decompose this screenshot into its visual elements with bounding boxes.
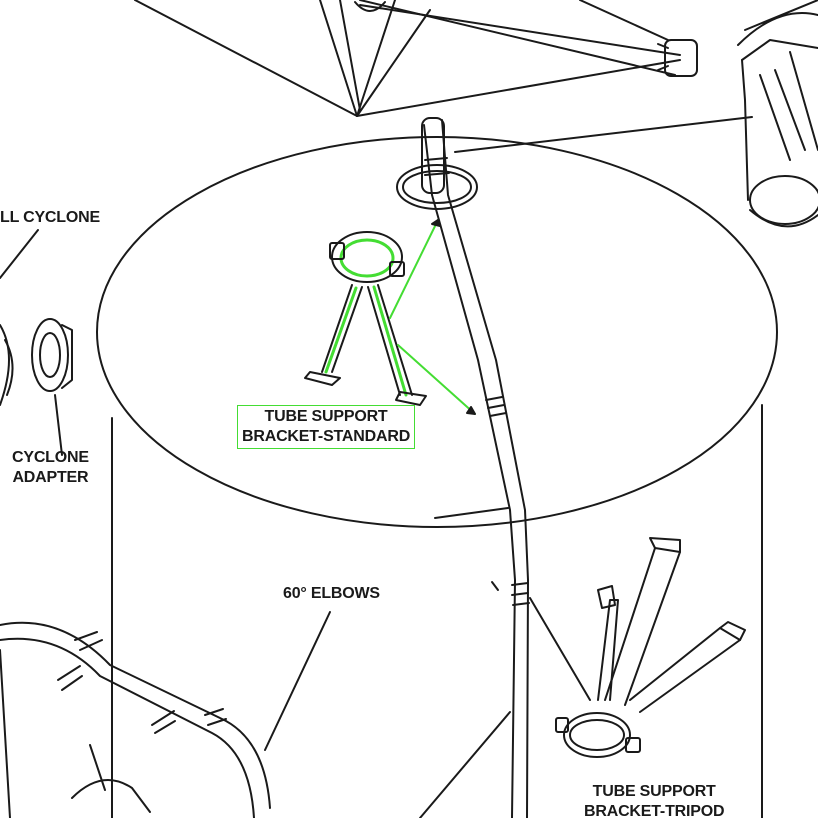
bin-roof-ellipse xyxy=(96,136,778,528)
label-elbows-text: 60° ELBOWS xyxy=(283,585,380,602)
label-cyclone-adapter: CYCLONE ADAPTER xyxy=(12,448,89,488)
cyclone-adapter-drawing xyxy=(0,229,73,456)
label-bracket-standard: TUBE SUPPORT BRACKET-STANDARD xyxy=(237,405,416,449)
spreader-frame xyxy=(134,0,698,117)
label-bracket-tripod-line2: BRACKET-TRIPOD xyxy=(584,803,725,820)
label-elbows: 60° ELBOWS xyxy=(283,584,380,604)
roof-collar xyxy=(396,164,478,210)
label-bracket-tripod: TUBE SUPPORT BRACKET-TRIPOD xyxy=(584,782,725,822)
label-cyclone-top-text: LL CYCLONE xyxy=(0,209,100,226)
bin-tank xyxy=(96,136,778,819)
bracket-tripod-drawing xyxy=(529,537,746,758)
label-bracket-tripod-line1: TUBE SUPPORT xyxy=(592,783,716,800)
label-cyclone-top: LL CYCLONE xyxy=(0,208,100,228)
fill-tube xyxy=(421,117,530,819)
label-cyclone-adapter-line1: CYCLONE xyxy=(12,449,89,466)
cyclone-body-right xyxy=(454,0,818,228)
label-bracket-standard-line2: BRACKET-STANDARD xyxy=(242,428,411,445)
label-bracket-standard-line1: TUBE SUPPORT xyxy=(264,408,388,425)
bracket-standard-drawing xyxy=(304,219,476,415)
label-cyclone-adapter-line2: ADAPTER xyxy=(12,469,89,486)
elbow-tube-left xyxy=(0,507,511,819)
